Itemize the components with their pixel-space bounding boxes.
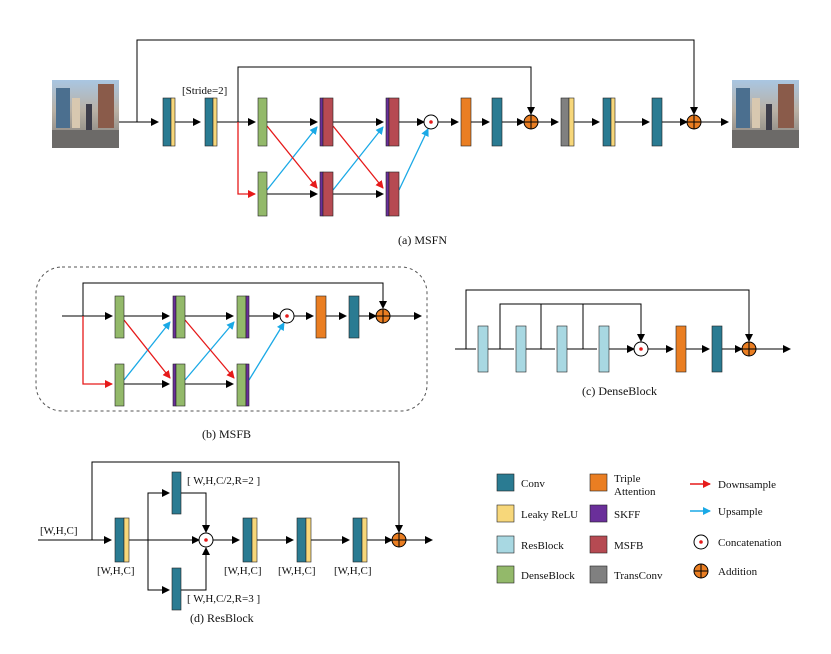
legend-denseblock: DenseBlock	[496, 565, 575, 584]
dense-triple-attention	[675, 325, 687, 373]
msfn-skff-3	[385, 97, 390, 147]
legend-triple-attention: Triple Attention	[589, 473, 656, 498]
msfn-add-1	[523, 114, 539, 130]
msfn-msfb-1	[322, 97, 334, 147]
legend-downsample: Downsample	[690, 479, 776, 491]
msfn-transconv	[560, 97, 570, 147]
msfn-leaky-3	[568, 97, 575, 147]
msfn-msfb-4	[388, 171, 400, 217]
res-dim-2: [W,H,C]	[278, 565, 315, 577]
msfb-add	[375, 308, 391, 324]
res-leaky-3	[305, 517, 312, 563]
svg-text:Conv: Conv	[521, 478, 545, 490]
msfn-conv-3	[491, 97, 503, 147]
dense-conv	[711, 325, 723, 373]
dense-res-4	[598, 325, 610, 373]
svg-text:Attention: Attention	[614, 486, 656, 498]
legend-msfb: MSFB	[589, 535, 643, 554]
res-dim-r2: [ W,H,C/2,R=2 ]	[187, 475, 260, 487]
dense-add	[741, 341, 757, 357]
svg-text:DenseBlock: DenseBlock	[521, 570, 575, 582]
caption-a: (a) MSFN	[398, 233, 447, 247]
msfn-leaky-4	[610, 97, 616, 147]
msfb-skff-1	[172, 295, 177, 339]
msfb-dense-1	[175, 295, 186, 339]
legend-conv: Conv	[496, 473, 545, 492]
msfn-leaky-1	[170, 97, 176, 147]
res-dim-3: [W,H,C]	[334, 565, 371, 577]
res-conv-3	[296, 517, 307, 563]
msfb-triple-attention	[315, 295, 327, 339]
msfb-skff-2	[172, 363, 177, 407]
msfn-add-2	[686, 114, 702, 130]
msfb-conv	[348, 295, 360, 339]
caption-d: (d) ResBlock	[190, 611, 254, 625]
res-leaky-4	[361, 517, 368, 563]
legend-resblock: ResBlock	[496, 535, 564, 554]
msfn-conv-4	[602, 97, 612, 147]
res-dim-r3: [ W,H,C/2,R=3 ]	[187, 593, 260, 605]
input-image	[52, 80, 119, 148]
msfn-conv-2	[204, 97, 214, 147]
msfb-dense-2	[175, 363, 186, 407]
svg-text:MSFB: MSFB	[614, 540, 643, 552]
svg-text:SKFF: SKFF	[614, 509, 640, 521]
legend-skff: SKFF	[589, 504, 640, 523]
output-image	[732, 80, 799, 148]
res-conv-2	[242, 517, 253, 563]
svg-text:Leaky ReLU: Leaky ReLU	[521, 509, 578, 521]
legend-leaky-relu: Leaky ReLU	[496, 504, 578, 523]
legend: Conv Leaky ReLU ResBlock DenseBlock Trip…	[496, 473, 782, 584]
msfn-dense-top	[257, 97, 268, 147]
msfn-msfb-2	[322, 171, 334, 217]
msfb-skff-4	[245, 363, 250, 407]
svg-text:Downsample: Downsample	[718, 479, 776, 491]
msfn-triple-attention	[460, 97, 472, 147]
msfn-skff-2	[319, 171, 324, 217]
svg-text:Triple: Triple	[614, 473, 641, 485]
msfn-panel: [Stride=2] (a) MSFN	[52, 39, 799, 247]
res-conv-r2	[171, 471, 182, 515]
res-conv-r3	[171, 567, 182, 611]
svg-text:Upsample: Upsample	[718, 506, 763, 518]
res-leaky-2	[251, 517, 258, 563]
svg-text:Addition: Addition	[718, 566, 758, 578]
msfb-dense-4	[236, 363, 247, 407]
resblock-panel: [W,H,C] [W,H,C] [ W,H,C/2,R=2 ] [ W,H,C/…	[38, 461, 433, 625]
svg-text:Concatenation: Concatenation	[718, 537, 782, 549]
legend-transconv: TransConv	[589, 565, 663, 584]
msfn-conv-1	[162, 97, 172, 147]
caption-b: (b) MSFB	[202, 427, 251, 441]
res-dim-after-conv: [W,H,C]	[97, 565, 134, 577]
caption-c: (c) DenseBlock	[582, 384, 657, 398]
msfn-msfb-3	[388, 97, 400, 147]
legend-upsample: Upsample	[690, 506, 763, 518]
msfn-skff-4	[385, 171, 390, 217]
res-dim-1: [W,H,C]	[224, 565, 261, 577]
msfb-dense-3	[236, 295, 247, 339]
svg-text:ResBlock: ResBlock	[521, 540, 564, 552]
res-input-dim: [W,H,C]	[40, 525, 77, 537]
res-add	[391, 532, 407, 548]
msfn-skff-1	[319, 97, 324, 147]
msfb-dense-bot	[114, 363, 125, 407]
stride-label: [Stride=2]	[182, 85, 227, 97]
res-conv-1	[114, 517, 125, 563]
legend-addition: Addition	[693, 563, 758, 579]
msfn-leaky-2	[212, 97, 218, 147]
res-leaky-1	[123, 517, 130, 563]
denseblock-panel: (c) DenseBlock	[455, 289, 791, 398]
msfb-panel: (b) MSFB	[35, 266, 428, 441]
legend-concatenation: Concatenation	[693, 534, 782, 550]
msfn-conv-5	[651, 97, 663, 147]
msfn-dense-bot	[257, 171, 268, 217]
dense-res-2	[515, 325, 527, 373]
msfb-dense-top	[114, 295, 125, 339]
msfb-skff-3	[245, 295, 250, 339]
res-conv-4	[352, 517, 363, 563]
dense-res-3	[556, 325, 568, 373]
svg-text:TransConv: TransConv	[614, 570, 663, 582]
dense-res-1	[477, 325, 489, 373]
